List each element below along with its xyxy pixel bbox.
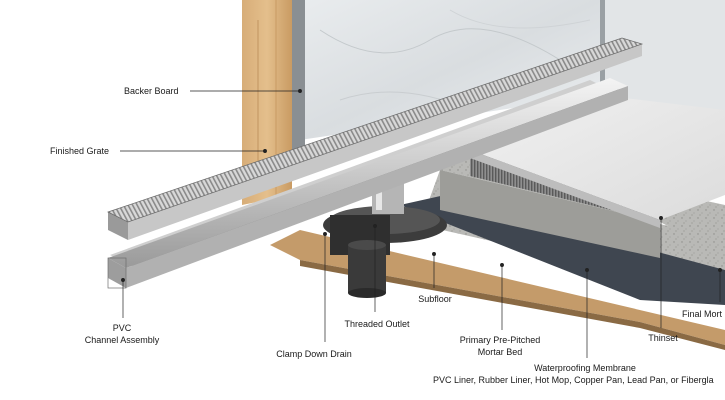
label-membrane-options: PVC Liner, Rubber Liner, Hot Mop, Copper… [433,375,714,385]
label-finished-grate: Finished Grate [50,146,109,156]
label-backer-board: Backer Board [124,86,179,96]
leader-lines [120,89,722,358]
label-final-mortar: Final Mort [682,309,723,319]
label-mortar-bed-1: Primary Pre-Pitched [460,335,541,345]
label-mortar-bed-2: Mortar Bed [478,347,523,357]
label-pvc: PVC [113,323,132,333]
label-clamp-down-drain: Clamp Down Drain [276,349,352,359]
waterproofing-membrane [400,195,725,305]
label-waterproofing-membrane: Waterproofing Membrane [534,363,636,373]
label-thinset: Thinset [648,333,678,343]
label-subfloor: Subfloor [418,294,452,304]
finished-grate [107,37,644,240]
pvc-channel-assembly [107,78,628,289]
label-channel-assembly: Channel Assembly [85,335,160,345]
threaded-outlet [348,240,386,298]
label-threaded-outlet: Threaded Outlet [344,319,410,329]
